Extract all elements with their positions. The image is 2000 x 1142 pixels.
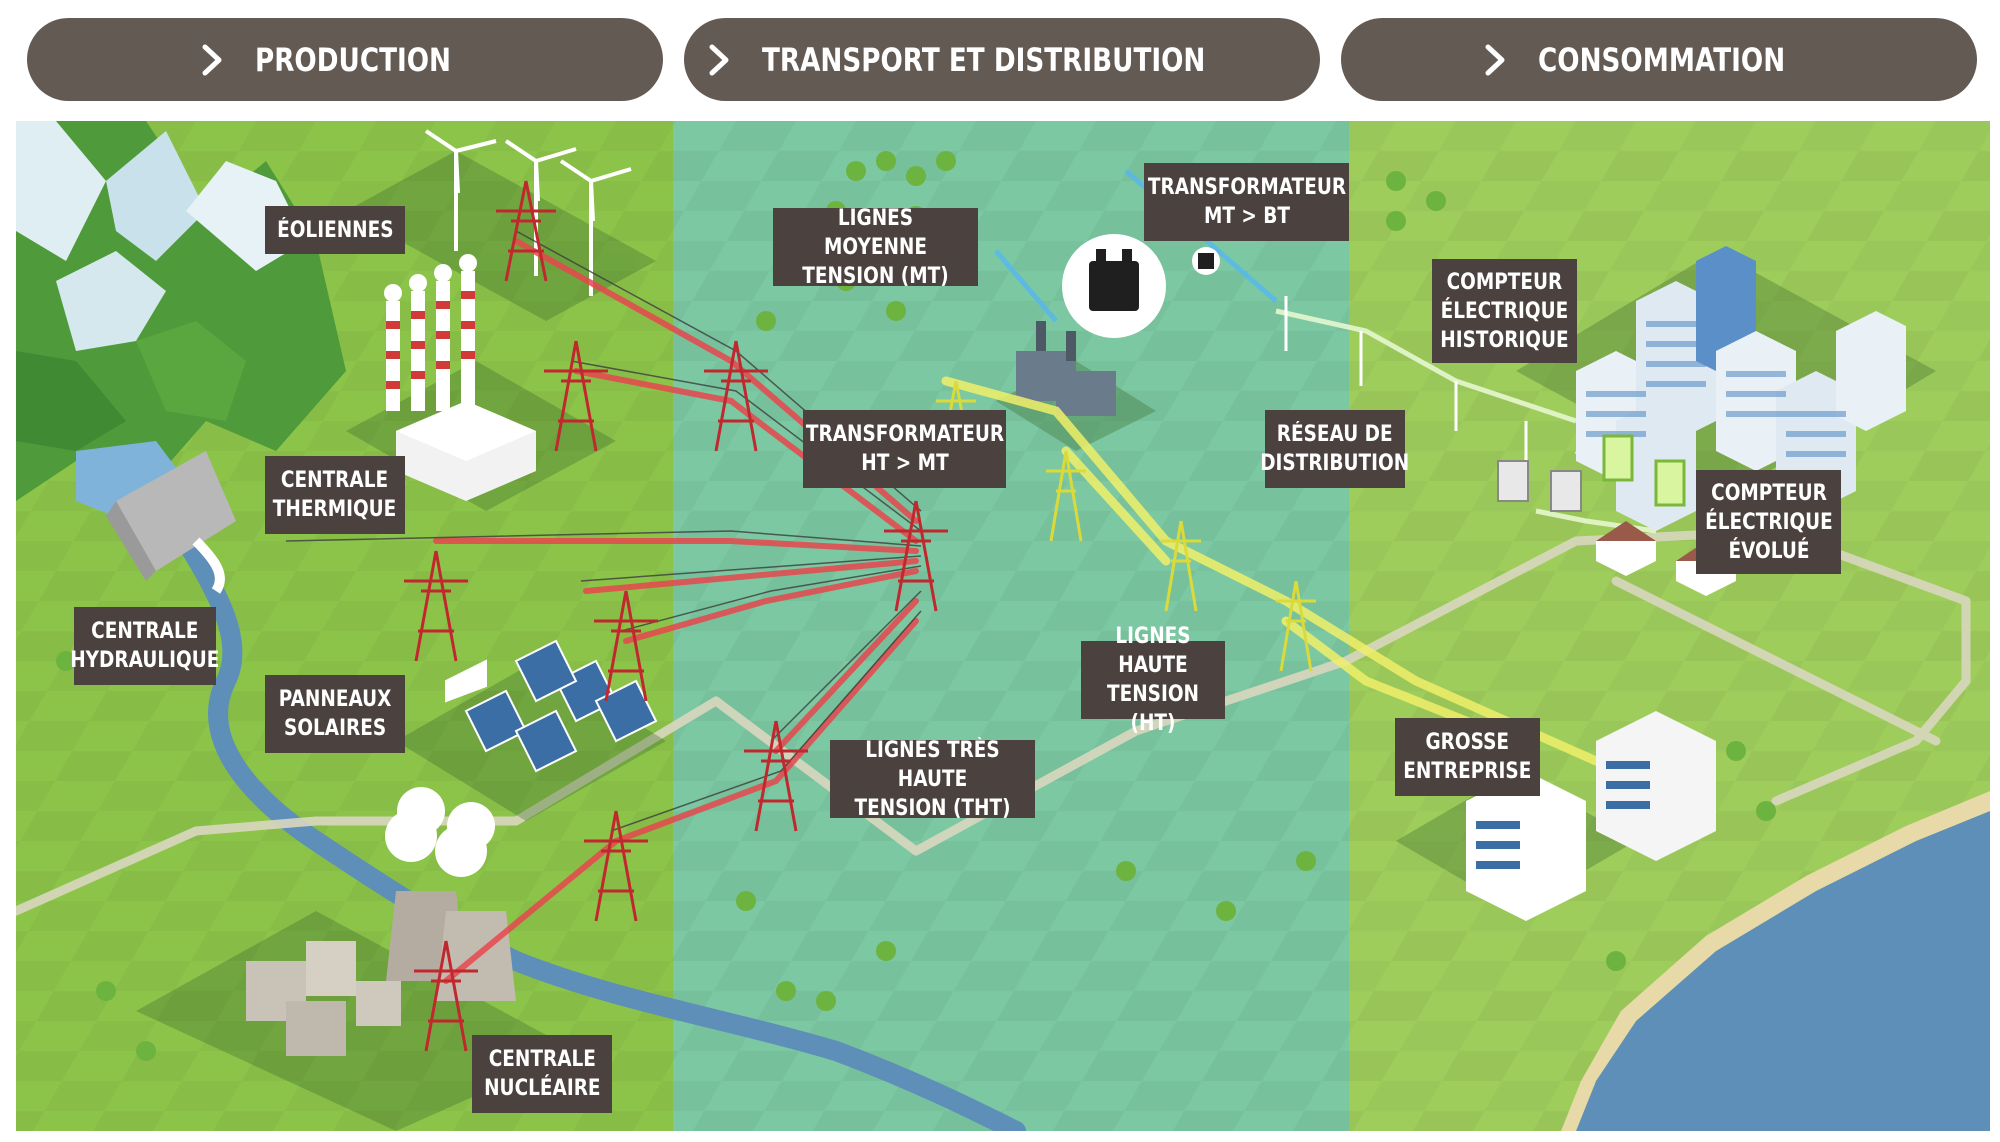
- tht-pylons: [404, 180, 948, 1052]
- transformer-icon: [1062, 234, 1220, 338]
- label-centrale-thermique: CENTRALE THERMIQUE: [265, 456, 405, 534]
- label-compteur-evolue: COMPTEUR ÉLECTRIQUE ÉVOLUÉ: [1696, 470, 1841, 574]
- label-reseau-distribution: RÉSEAU DE DISTRIBUTION: [1261, 410, 1409, 488]
- energy-network-illustration: [16, 121, 1990, 1131]
- tab-transport-distribution[interactable]: TRANSPORT ET DISTRIBUTION: [684, 18, 1320, 101]
- chevron-right-icon: [202, 44, 222, 75]
- label-lignes-tres-haute-tension: LIGNES TRÈS HAUTE TENSION (THT): [830, 738, 1035, 821]
- city-buildings: [1576, 246, 1906, 596]
- thermal-plant: [384, 254, 536, 501]
- tab-production[interactable]: PRODUCTION: [27, 18, 663, 101]
- substation-ht-mt: [1016, 321, 1116, 416]
- label-eoliennes: ÉOLIENNES: [265, 206, 405, 254]
- mountains: [16, 121, 346, 501]
- tab-consommation-label: CONSOMMATION: [1538, 40, 1786, 79]
- chevron-right-icon: [1485, 44, 1505, 75]
- tab-production-label: PRODUCTION: [255, 40, 452, 79]
- enterprise-buildings: [1466, 711, 1716, 921]
- label-lignes-haute-tension: LIGNES HAUTE TENSION (HT): [1081, 624, 1225, 736]
- label-transformateur-ht-mt: TRANSFORMATEUR HT > MT: [803, 410, 1006, 488]
- label-grosse-entreprise: GROSSE ENTREPRISE: [1395, 718, 1540, 796]
- label-panneaux-solaires: PANNEAUX SOLAIRES: [265, 675, 405, 753]
- chevron-right-icon: [709, 44, 729, 75]
- tab-transport-label: TRANSPORT ET DISTRIBUTION: [761, 40, 1206, 79]
- label-lignes-moyenne-tension: LIGNES MOYENNE TENSION (MT): [773, 206, 978, 289]
- nuclear-plant: [246, 787, 516, 1056]
- label-centrale-hydraulique: CENTRALE HYDRAULIQUE: [70, 607, 220, 685]
- label-compteur-historique: COMPTEUR ÉLECTRIQUE HISTORIQUE: [1432, 259, 1577, 363]
- sea: [1576, 811, 1990, 1131]
- hydro-dam: [76, 441, 236, 594]
- label-centrale-nucleaire: CENTRALE NUCLÉAIRE: [472, 1035, 612, 1113]
- wind-turbines: [424, 129, 632, 296]
- meters: [1497, 434, 1686, 512]
- tab-consommation[interactable]: CONSOMMATION: [1341, 18, 1977, 101]
- solar-panels: [445, 639, 658, 773]
- label-transformateur-mt-bt: TRANSFORMATEUR MT > BT: [1144, 163, 1349, 241]
